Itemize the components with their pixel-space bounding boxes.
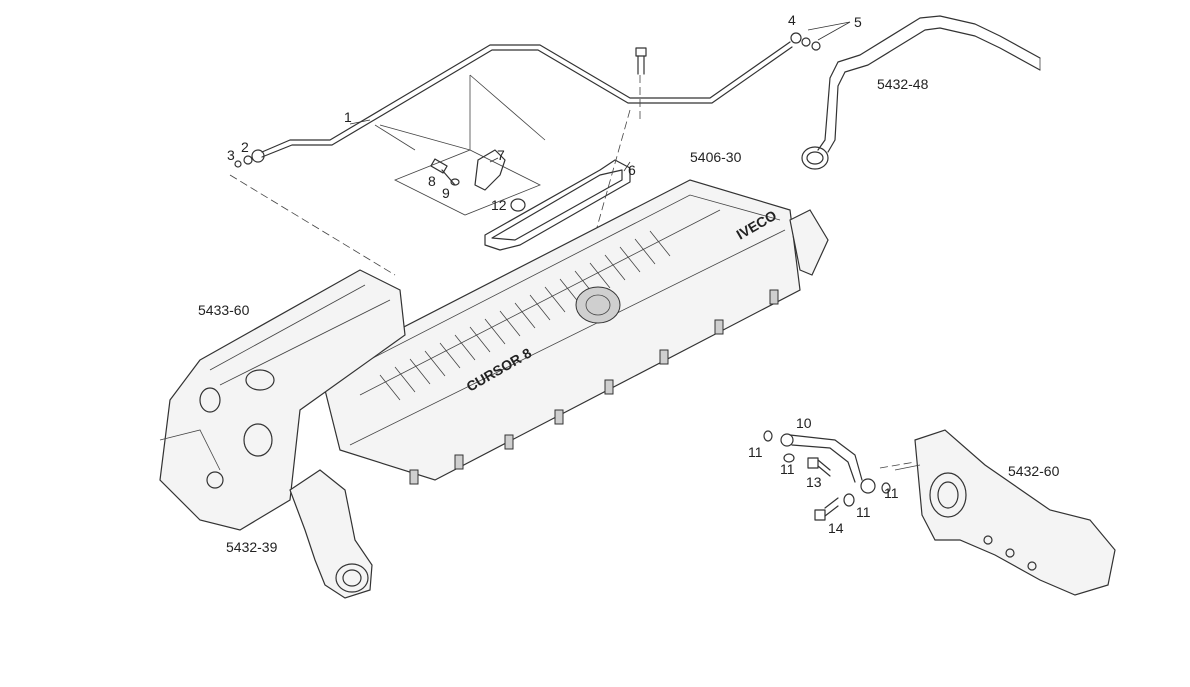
bracket-5432-60 bbox=[879, 429, 1116, 596]
part-label-6: 6 bbox=[628, 162, 636, 178]
part-labels: 1 2 3 4 5 6 7 8 9 10 11 11 11 11 12 13 1… bbox=[227, 12, 899, 536]
small-pipe-10 bbox=[763, 430, 891, 521]
part-label-4: 4 bbox=[788, 12, 796, 28]
coolant-pipe-5432-48 bbox=[801, 15, 1041, 170]
ref-5433-60: 5433-60 bbox=[198, 302, 250, 318]
part-label-12: 12 bbox=[491, 197, 507, 213]
ref-5432-60: 5432-60 bbox=[1008, 463, 1060, 479]
gasket-group bbox=[394, 149, 631, 251]
part-label-9: 9 bbox=[442, 185, 450, 201]
exhaust-manifold bbox=[159, 269, 406, 531]
oil-filler-cap bbox=[575, 286, 621, 324]
leader-lines bbox=[349, 21, 851, 172]
part-label-1: 1 bbox=[344, 109, 352, 125]
part-label-14: 14 bbox=[828, 520, 844, 536]
ref-5406-30: 5406-30 bbox=[690, 149, 742, 165]
part-label-2: 2 bbox=[241, 139, 249, 155]
part-label-11a: 11 bbox=[748, 444, 763, 460]
cover-ribs bbox=[379, 230, 671, 401]
assembly-labels: 5432-48 5406-30 5433-60 5432-39 5432-60 bbox=[198, 76, 1060, 555]
part-label-3: 3 bbox=[227, 147, 235, 163]
rocker-cover: IVECO CURSOR 8 bbox=[319, 179, 829, 485]
part-label-13: 13 bbox=[806, 474, 822, 490]
part-label-5: 5 bbox=[854, 14, 862, 30]
elbow-pipe bbox=[289, 469, 373, 599]
ref-5432-48: 5432-48 bbox=[877, 76, 929, 92]
part-label-11c: 11 bbox=[856, 504, 871, 520]
part-label-8: 8 bbox=[428, 173, 436, 189]
part-label-7: 7 bbox=[497, 147, 505, 163]
part-label-11d: 11 bbox=[884, 485, 899, 501]
part-label-11b: 11 bbox=[780, 461, 795, 477]
cover-bolts bbox=[409, 289, 779, 485]
ref-5432-39: 5432-39 bbox=[226, 539, 278, 555]
bolt-top bbox=[635, 47, 647, 75]
part-label-10: 10 bbox=[796, 415, 812, 431]
breather-pipe-long bbox=[234, 32, 821, 168]
